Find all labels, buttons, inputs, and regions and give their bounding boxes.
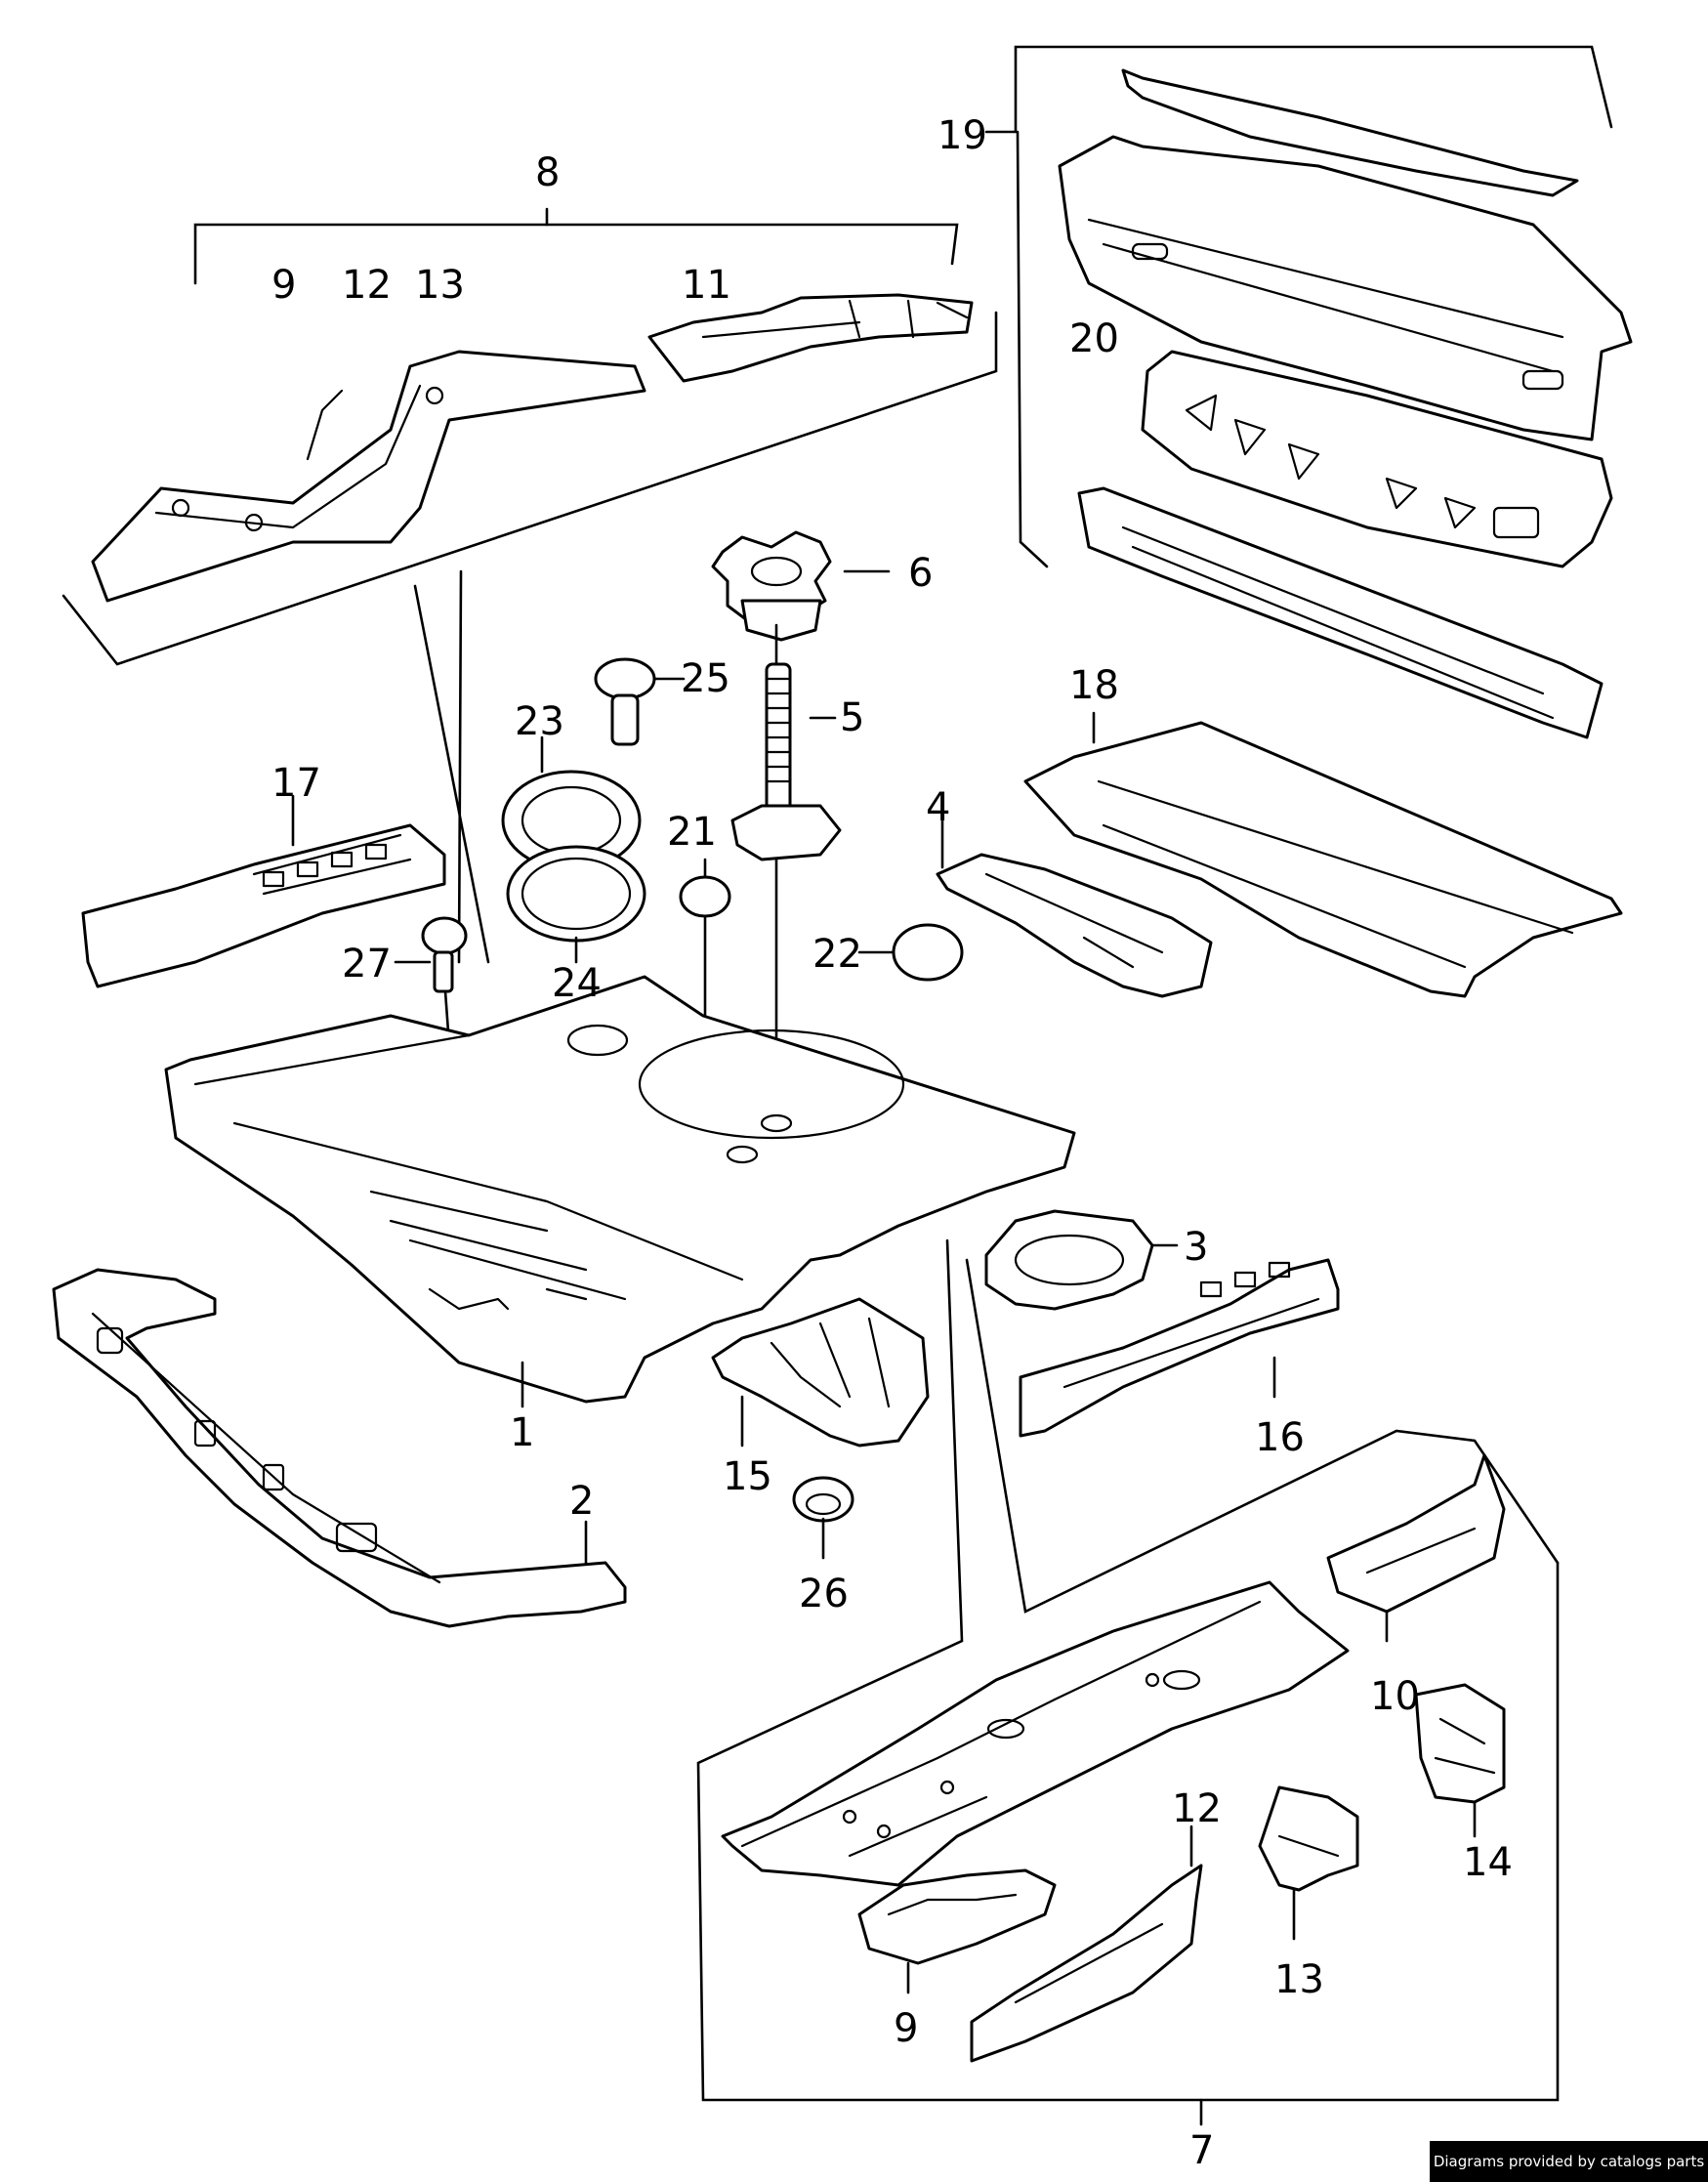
part-25-screw[interactable]: [594, 657, 686, 746]
part-19-rear-panel-group: [984, 45, 1633, 739]
part-15-26-group: [711, 1297, 930, 1560]
callout-24: 24: [552, 961, 602, 1006]
callout-8: 8: [535, 150, 560, 195]
part-15-bracket[interactable]: [711, 1297, 930, 1448]
part-19-rear-cross-member[interactable]: [1121, 68, 1579, 197]
part-27-screw[interactable]: [394, 916, 468, 1047]
part-7-front-member[interactable]: [721, 1580, 1350, 1887]
part-17-group: [81, 794, 446, 988]
callout-13-upper: 13: [415, 263, 465, 308]
part-18-floor-panel[interactable]: [1023, 721, 1623, 998]
callout-23: 23: [515, 699, 564, 744]
part-20-rear-panel[interactable]: [1058, 135, 1633, 441]
part-11-bracket[interactable]: [647, 293, 974, 383]
part-13-clip-bracket[interactable]: [1258, 1785, 1359, 1941]
callout-1: 1: [510, 1410, 534, 1455]
callout-16: 16: [1255, 1415, 1305, 1460]
callout-9-upper: 9: [271, 263, 296, 308]
part-4-crossmember[interactable]: [936, 853, 1213, 998]
callout-12-lower: 12: [1172, 1786, 1222, 1831]
callout-13-lower: 13: [1274, 1957, 1324, 2002]
part-17-side-member[interactable]: [81, 823, 446, 988]
callout-26: 26: [799, 1572, 849, 1616]
part-24-seal-ring[interactable]: [506, 845, 646, 964]
part-14-clip[interactable]: [1414, 1683, 1506, 1838]
part-22-plug[interactable]: [857, 923, 964, 982]
callout-9-lower: 9: [894, 2006, 918, 2051]
callout-20: 20: [1069, 316, 1119, 361]
part-8-longitudinal-member-group: [62, 207, 998, 964]
callout-12-upper: 12: [342, 263, 392, 308]
callout-14: 14: [1463, 1840, 1513, 1885]
part-23-grommet[interactable]: [501, 735, 642, 871]
callout-18: 18: [1069, 663, 1119, 708]
part-26-rubber-buffer[interactable]: [792, 1476, 854, 1560]
part-3-cover-plate[interactable]: [984, 1209, 1154, 1311]
callout-11: 11: [682, 263, 731, 308]
callout-21: 21: [667, 810, 717, 855]
callout-3: 3: [1184, 1225, 1208, 1270]
part-5-threaded-bolt[interactable]: [765, 662, 792, 818]
part-6-wheel-hold-down-knob[interactable]: [711, 530, 832, 622]
callout-5: 5: [840, 695, 864, 740]
part-2-group: [52, 1268, 627, 1628]
part-7-front-member-group: [696, 1238, 1560, 2126]
callout-25: 25: [681, 656, 730, 701]
part-9-front-bracket[interactable]: [857, 1868, 1057, 1994]
part-1-rear-floor-pan[interactable]: [164, 975, 1076, 1404]
part-2-carrier[interactable]: [52, 1268, 627, 1628]
callout-2: 2: [569, 1479, 594, 1524]
callout-22: 22: [812, 932, 862, 977]
fastener-parts-group: [394, 530, 964, 1115]
part-3-16-group: [984, 1209, 1340, 1438]
part-1-group: [164, 975, 1076, 1408]
part-10-bracket[interactable]: [1326, 1453, 1506, 1643]
callout-6: 6: [908, 551, 933, 596]
callout-19: 19: [937, 113, 987, 158]
callout-4: 4: [926, 785, 950, 830]
floor-crossmember-group: [936, 711, 1623, 998]
callout-27: 27: [342, 942, 392, 986]
part-12-front-member[interactable]: [970, 1825, 1203, 2063]
callout-10: 10: [1370, 1674, 1420, 1719]
callout-labels: 1 2 3 4 5 6 7 8 9 12 13 11 19 20 18 25 2…: [271, 113, 1513, 2173]
credit-badge: Diagrams provided by catalogs parts: [1430, 2141, 1708, 2182]
callout-7: 7: [1189, 2128, 1214, 2173]
callout-17: 17: [271, 761, 321, 806]
callout-15: 15: [723, 1454, 772, 1499]
